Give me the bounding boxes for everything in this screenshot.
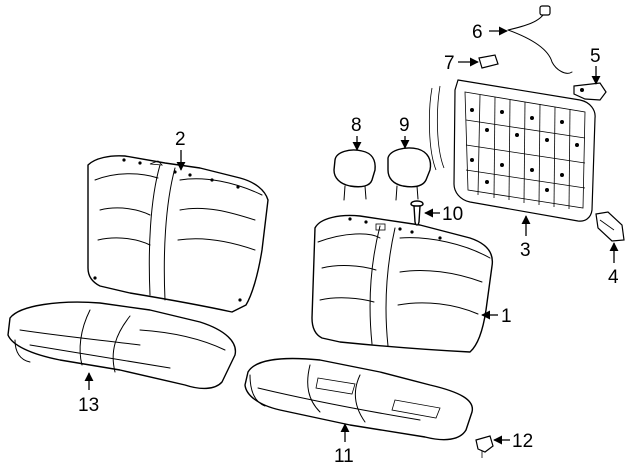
svg-text:3: 3 (520, 240, 531, 261)
callout-7: 7 (444, 53, 479, 74)
callout-6: 6 (472, 22, 508, 43)
part-10-headrest-guide (410, 200, 424, 226)
callout-4: 4 (608, 242, 619, 288)
part-4-latch (595, 211, 625, 242)
svg-text:10: 10 (442, 204, 463, 225)
svg-text:1: 1 (501, 306, 512, 327)
part-6-release-cable (507, 5, 573, 74)
callout-11: 11 (334, 423, 354, 467)
svg-text:12: 12 (512, 431, 533, 452)
callout-10: 10 (424, 204, 463, 225)
callout-5: 5 (590, 46, 601, 85)
part-12-clip (475, 435, 494, 458)
part-7-clip (478, 54, 499, 69)
frame-grid (465, 94, 586, 210)
svg-text:4: 4 (608, 267, 619, 288)
part-3-seat-back-frame (428, 79, 596, 222)
part-5-bracket (573, 82, 607, 101)
callout-2: 2 (175, 129, 186, 171)
svg-text:6: 6 (472, 22, 483, 43)
part-9-headrest (387, 147, 432, 201)
part-8-headrest (333, 149, 376, 201)
callout-13: 13 (78, 372, 99, 416)
svg-text:5: 5 (590, 46, 601, 67)
callout-9: 9 (399, 115, 410, 149)
svg-text:8: 8 (351, 115, 362, 136)
part-1-seat-back (311, 214, 494, 353)
svg-text:7: 7 (444, 53, 455, 74)
part-13-cushion-cover (7, 301, 237, 390)
callout-8: 8 (351, 115, 362, 151)
part-11-seat-cushion (244, 357, 473, 441)
svg-text:13: 13 (78, 395, 99, 416)
svg-text:2: 2 (175, 129, 186, 150)
part-2-seat-back-cover (87, 155, 269, 313)
callout-3: 3 (520, 215, 531, 261)
frame-holes (470, 108, 579, 192)
callout-1: 1 (481, 306, 512, 327)
svg-text:9: 9 (399, 115, 410, 136)
svg-text:11: 11 (334, 446, 354, 467)
callout-12: 12 (493, 431, 533, 452)
